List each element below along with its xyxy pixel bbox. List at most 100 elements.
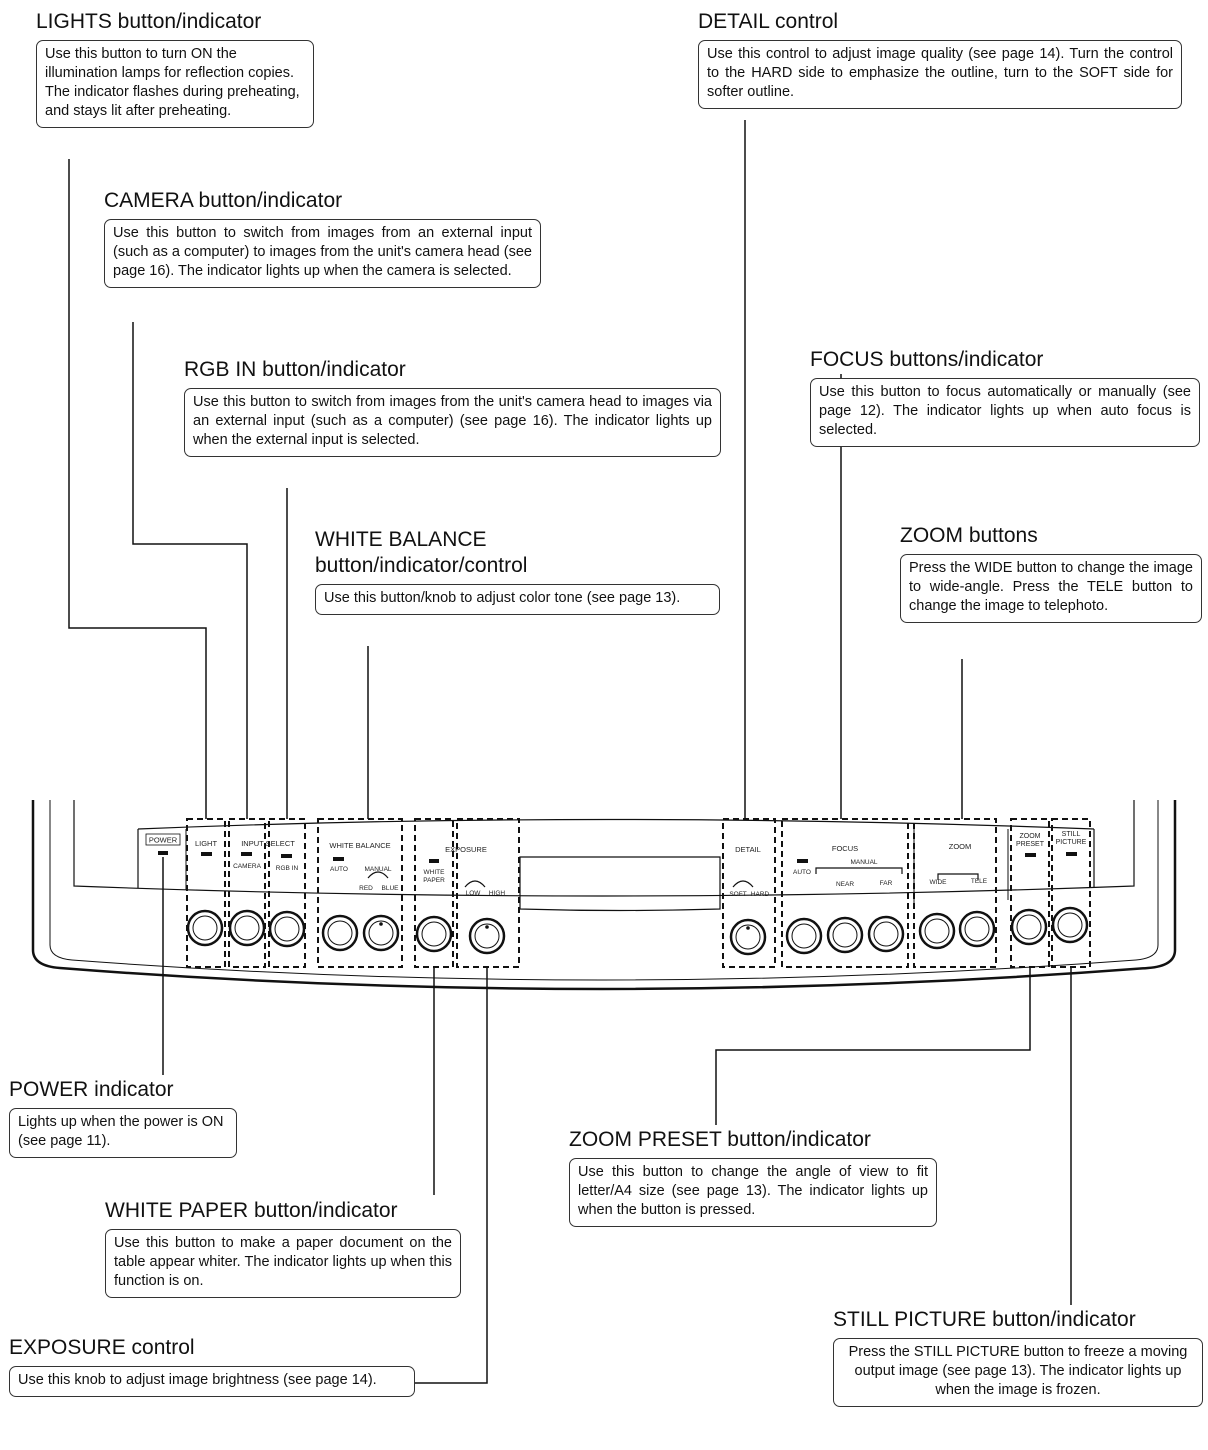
panel-label-low: LOW (466, 890, 482, 897)
callout-white-paper: WHITE PAPER button/indicator Use this bu… (105, 1198, 461, 1298)
panel-label-tele: TELE (971, 878, 988, 885)
callout-detail: DETAIL control Use this control to adjus… (698, 9, 1182, 109)
callout-exposure-text: Use this knob to adjust image brightness… (9, 1366, 415, 1397)
callout-zoom-title: ZOOM buttons (900, 524, 1038, 547)
callout-rgb-in: RGB IN button/indicator Use this button … (184, 357, 721, 457)
callout-still-picture: STILL PICTURE button/indicator Press the… (833, 1307, 1203, 1407)
callout-zoom-preset-title: ZOOM PRESET button/indicator (569, 1128, 871, 1151)
panel-label-still-1: STILL (1062, 831, 1081, 838)
rgbin-group-outline (268, 818, 306, 968)
panel-label-far: FAR (880, 880, 893, 887)
callout-focus-text: Use this button to focus automatically o… (810, 378, 1200, 447)
zoom-preset-led (1025, 853, 1036, 857)
leader-exposure (415, 967, 488, 1384)
callout-white-balance-title-2: button/indicator/control (315, 554, 528, 577)
light-group-outline (186, 818, 226, 968)
leader-lines (68, 120, 1072, 1384)
white-paper-led (429, 859, 439, 863)
still-picture-button[interactable] (1051, 906, 1089, 944)
focus-far-button[interactable] (867, 915, 905, 953)
panel-label-focus-auto: AUTO (793, 869, 811, 876)
dashed-highlight-groups (186, 818, 1091, 968)
zoom-preset-button[interactable] (1010, 908, 1048, 946)
panel-label-paper: PAPER (423, 877, 445, 884)
panel-label-camera: CAMERA (233, 863, 261, 870)
callout-power-title: POWER indicator (9, 1078, 174, 1101)
panel-label-wb-auto: AUTO (330, 866, 348, 873)
callout-white-balance-text: Use this button/knob to adjust color ton… (315, 584, 720, 615)
indicator-leds (158, 851, 1077, 863)
white-balance-group-outline (317, 818, 403, 968)
light-led (201, 852, 212, 856)
focus-auto-led (797, 859, 808, 863)
leader-zoom-preset (715, 967, 1031, 1125)
white-paper-button[interactable] (415, 915, 453, 953)
panel-label-still-2: PICTURE (1056, 839, 1087, 846)
callout-focus-title: FOCUS buttons/indicator (810, 348, 1044, 371)
still-picture-led (1066, 852, 1077, 856)
rgbin-button[interactable] (268, 910, 306, 948)
callout-rgb-in-title: RGB IN button/indicator (184, 358, 406, 381)
focus-near-button[interactable] (826, 916, 864, 954)
callout-exposure-title: EXPOSURE control (9, 1336, 195, 1359)
leader-lights (68, 159, 207, 819)
zoom-wide-button[interactable] (918, 912, 956, 950)
detail-group-outline (722, 818, 776, 968)
callout-focus: FOCUS buttons/indicator Use this button … (810, 347, 1200, 447)
panel-labels: POWER LIGHT INPUT SELECT CAMERA RGB IN W… (145, 831, 1087, 898)
callout-detail-text: Use this control to adjust image quality… (698, 40, 1182, 109)
panel-label-light: LIGHT (195, 839, 218, 848)
device-body (31, 800, 1177, 991)
camera-group-outline (228, 818, 266, 968)
panel-label-input-select: INPUT SELECT (241, 839, 295, 848)
callout-zoom-preset-text: Use this button to change the angle of v… (569, 1158, 937, 1227)
callout-power: POWER indicator Lights up when the power… (9, 1077, 237, 1158)
panel-label-high: HIGH (489, 890, 506, 897)
panel-label-wide: WIDE (930, 879, 948, 886)
panel-label-focus-manual: MANUAL (850, 859, 877, 866)
panel-label-power: POWER (149, 836, 178, 845)
callout-rgb-in-text: Use this button to switch from images fr… (184, 388, 721, 457)
callout-white-paper-title: WHITE PAPER button/indicator (105, 1199, 398, 1222)
panel-label-zoom-preset-1: ZOOM (1020, 833, 1041, 840)
zoom-tele-button[interactable] (958, 910, 996, 948)
callout-lights-title: LIGHTS button/indicator (36, 10, 262, 33)
panel-label-wb-manual: MANUAL (364, 866, 391, 873)
wb-auto-button[interactable] (321, 914, 359, 952)
panel-label-white: WHITE (424, 869, 446, 876)
panel-label-zoom-preset-2: PRESET (1016, 841, 1045, 848)
panel-label-blue: BLUE (382, 885, 400, 892)
panel-label-soft: SOFT (729, 891, 746, 898)
callout-detail-title: DETAIL control (698, 10, 839, 33)
panel-label-rgb-in: RGB IN (276, 865, 299, 872)
callout-white-balance: WHITE BALANCE button/indicator/control U… (315, 527, 720, 615)
callout-white-balance-title-1: WHITE BALANCE (315, 528, 487, 551)
callout-lights-text: Use this button to turn ON the illuminat… (36, 40, 314, 128)
exposure-knob[interactable] (468, 917, 506, 955)
panel-label-zoom: ZOOM (949, 842, 972, 851)
light-button[interactable] (186, 909, 224, 947)
panel-label-near: NEAR (836, 881, 854, 888)
wb-auto-led (333, 857, 344, 861)
knob-arc-markers (367, 867, 979, 888)
detail-knob[interactable] (729, 918, 767, 956)
camera-button[interactable] (228, 909, 266, 947)
callout-still-picture-title: STILL PICTURE button/indicator (833, 1308, 1136, 1331)
callout-camera: CAMERA button/indicator Use this button … (104, 188, 541, 288)
callout-camera-title: CAMERA button/indicator (104, 189, 343, 212)
callout-white-paper-text: Use this button to make a paper document… (105, 1229, 461, 1298)
callout-zoom-text: Press the WIDE button to change the imag… (900, 554, 1202, 623)
panel-label-red: RED (359, 885, 373, 892)
panel-buttons (186, 906, 1089, 956)
focus-group-outline (781, 818, 909, 968)
focus-auto-button[interactable] (785, 917, 823, 955)
panel-label-hard: HARD (751, 891, 770, 898)
panel-label-focus: FOCUS (832, 844, 858, 853)
wb-knob[interactable] (362, 914, 400, 952)
zoom-group-outline (913, 818, 997, 968)
panel-label-white-balance: WHITE BALANCE (329, 841, 390, 850)
callout-power-text: Lights up when the power is ON (see page… (9, 1108, 237, 1158)
callout-lights: LIGHTS button/indicator Use this button … (36, 9, 316, 128)
callout-still-picture-text: Press the STILL PICTURE button to freeze… (833, 1338, 1203, 1407)
